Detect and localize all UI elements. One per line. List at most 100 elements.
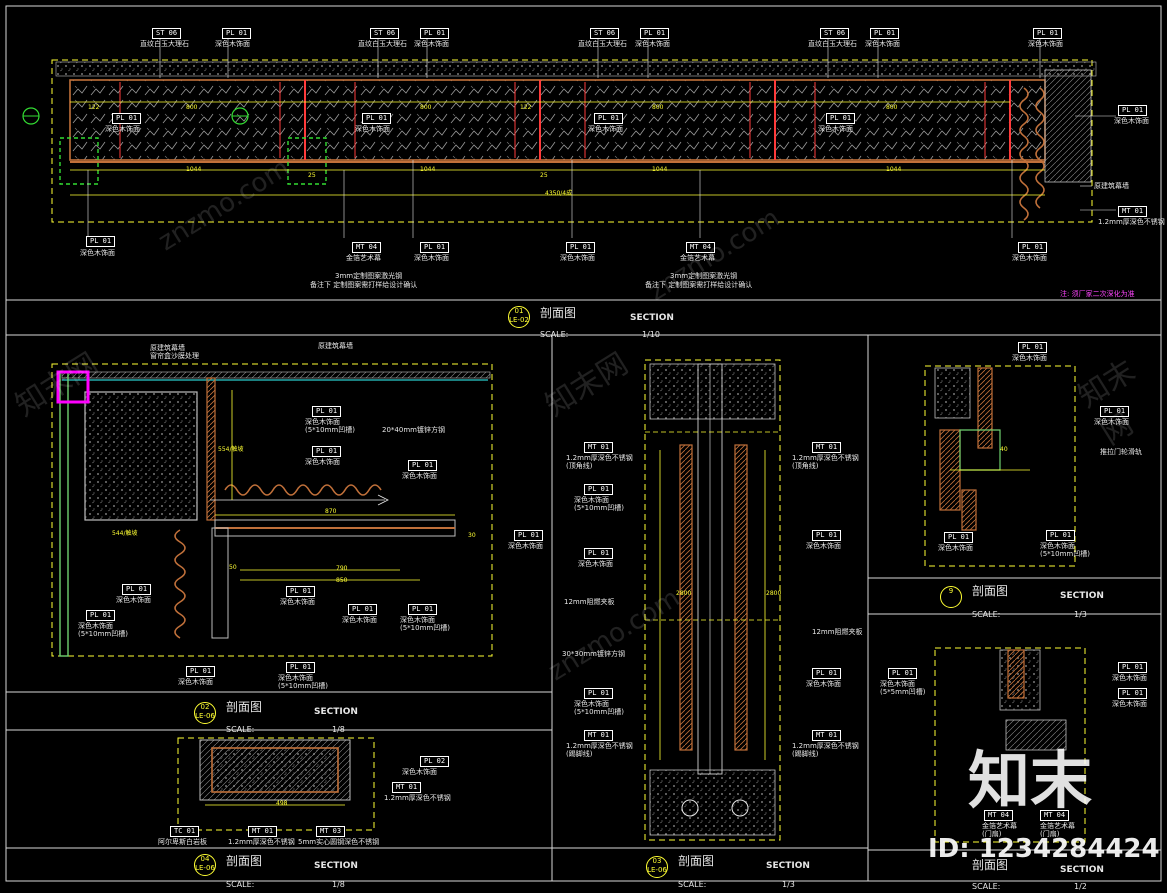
note-dark-wood-27: 深色木饰面 (1094, 418, 1129, 426)
note-dark-wood-10: 深色木饰面 (1114, 117, 1149, 125)
title-09-badge: 9 (940, 586, 962, 608)
note-dark-wood-8: 深色木饰面 (588, 125, 623, 133)
note-groove-8: 深色木饰面 (5*5mm凹槽) (880, 680, 926, 696)
note-dark-wood-20: 深色木饰面 (342, 616, 377, 624)
watermark-id: ID: 1234284424 (928, 834, 1160, 864)
tag-pl01-22: PL 01 (348, 604, 378, 615)
note-marble-4: 直纹白玉大理石 (808, 40, 857, 48)
note-groove-6: 深色木饰面 (5*10mm凹槽) (574, 700, 624, 716)
dim-554: 554/触坡 (218, 446, 244, 453)
tag-pl01-2: PL 01 (420, 28, 450, 39)
title-02: 剖面图 (226, 700, 263, 714)
tag-pl01-34: PL 01 (944, 532, 974, 543)
dim-850: 850 (336, 577, 348, 584)
note-remark-2: 备注下 定制图案需打样给设计确认 (645, 281, 753, 289)
dim-1044-a: 1044 (186, 166, 202, 173)
title-03-scale: 1/3 (782, 880, 795, 889)
tag-mt04-1: MT 04 (352, 242, 382, 253)
title-10: 剖面图 (972, 858, 1009, 872)
note-art-curtain-door-1: 金箔艺术幕 (门扇) (982, 822, 1017, 838)
tag-pl01-11: PL 01 (86, 236, 116, 247)
section-01-drawing (22, 32, 1116, 238)
dim-2800-a: 2800 (676, 590, 692, 597)
dim-4350: 4350/4成 (545, 190, 573, 197)
title-04-en: SECTION (314, 861, 358, 871)
title-04-scale-label: SCALE: (226, 880, 255, 889)
title-10-en: SECTION (1060, 865, 1104, 875)
note-dark-wood-18: 深色木饰面 (116, 596, 151, 604)
tag-mt04-2: MT 04 (686, 242, 716, 253)
tag-pl01-14: PL 01 (1018, 242, 1048, 253)
tag-pl01-8: PL 01 (594, 113, 624, 124)
dim-122-b: 122 (520, 104, 532, 111)
tag-pl01-37: PL 01 (1118, 688, 1148, 699)
tag-mt01-5: MT 01 (812, 442, 842, 453)
tag-pl01-9: PL 01 (826, 113, 856, 124)
tag-pl01-25: PL 01 (186, 666, 216, 677)
note-art-curtain-2: 金箔艺术幕 (680, 254, 715, 262)
section-09-drawing (924, 365, 1076, 567)
title-09-scale-label: SCALE: (972, 610, 1001, 619)
note-stone-top: 阿尔卑斯白岩板 (158, 838, 207, 846)
tag-pl01-27: PL 01 (812, 530, 842, 541)
note-steel-3: 1.2mm厚深色不锈钢 (228, 838, 295, 846)
tag-mt01-1: MT 01 (1118, 206, 1148, 217)
section-03-drawing (644, 359, 781, 841)
dim-122-a: 122 (88, 104, 100, 111)
note-tube-20x40: 20*40mm镀锌方钢 (382, 426, 445, 434)
dim-25-a: 25 (308, 172, 316, 179)
title-01-en: SECTION (630, 313, 674, 323)
title-09: 剖面图 (972, 584, 1009, 598)
note-dark-wood-22: 深色木饰面 (402, 768, 437, 776)
note-dark-wood-21: 深色木饰面 (178, 678, 213, 686)
dim-870: 870 (325, 508, 337, 515)
note-dark-wood-9: 深色木饰面 (818, 125, 853, 133)
tag-pl01-13: PL 01 (566, 242, 596, 253)
tag-pl01-17: PL 01 (408, 460, 438, 471)
note-vendor: 注: 须厂家二次深化为准 (1060, 290, 1135, 298)
tag-pl01-20: PL 01 (86, 610, 116, 621)
note-hollow-steel: 5mm实心圆钢深色不锈钢 (298, 838, 380, 846)
tag-pl01-5: PL 01 (1033, 28, 1063, 39)
note-steel-1: 1.2mm厚深色不锈钢 (1098, 218, 1165, 226)
dim-800-b: 800 (420, 104, 432, 111)
tag-pl01-28: PL 01 (584, 548, 614, 559)
note-dark-wood-2: 深色木饰面 (414, 40, 449, 48)
tag-mt04-4: MT 04 (1040, 810, 1070, 821)
note-dark-wood-15: 深色木饰面 (305, 458, 340, 466)
dim-498: 498 (276, 800, 288, 807)
title-09-en: SECTION (1060, 591, 1104, 601)
tag-pl01-35: PL 01 (888, 668, 918, 679)
note-dark-wood-25: 深色木饰面 (806, 680, 841, 688)
dim-800-d: 800 (886, 104, 898, 111)
tag-pl01-36: PL 01 (1118, 662, 1148, 673)
note-remark-1: 备注下 定制图案需打样给设计确认 (310, 281, 418, 289)
tag-pl01-12: PL 01 (420, 242, 450, 253)
tag-mt01-7: MT 01 (812, 730, 842, 741)
tag-pl01-24: PL 01 (286, 662, 316, 673)
tag-pl01-10: PL 01 (1118, 105, 1148, 116)
dim-30-a: 30 (468, 532, 476, 539)
dim-790: 790 (336, 565, 348, 572)
title-03-scale-label: SCALE: (678, 880, 707, 889)
dim-800-c: 800 (652, 104, 664, 111)
title-09-scale: 1/3 (1074, 610, 1087, 619)
note-custom-pattern-1: 3mm定制图案激光钢 (335, 272, 403, 280)
note-dark-wood-7: 深色木饰面 (355, 125, 390, 133)
title-02-scale: 1/8 (332, 725, 345, 734)
dim-1044-b: 1044 (420, 166, 436, 173)
tag-pl01-29: PL 01 (812, 668, 842, 679)
note-art-curtain-door-2: 金箔艺术幕 (门扇) (1040, 822, 1075, 838)
note-steel-skirting-2: 1.2mm厚深色不锈钢 (踢脚线) (792, 742, 859, 758)
dim-1044-d: 1044 (886, 166, 902, 173)
tag-mt01-2: MT 01 (392, 782, 422, 793)
tag-mt01-4: MT 01 (584, 442, 614, 453)
note-dark-wood-14: 深色木饰面 (1012, 254, 1047, 262)
tag-pl01-15: PL 01 (312, 406, 342, 417)
dim-2800-b: 2800 (766, 590, 782, 597)
section-02-drawing (51, 363, 493, 657)
note-steel-top-2: 1.2mm厚深色不锈钢 (顶角线) (792, 454, 859, 470)
note-dark-wood-1: 深色木饰面 (215, 40, 250, 48)
